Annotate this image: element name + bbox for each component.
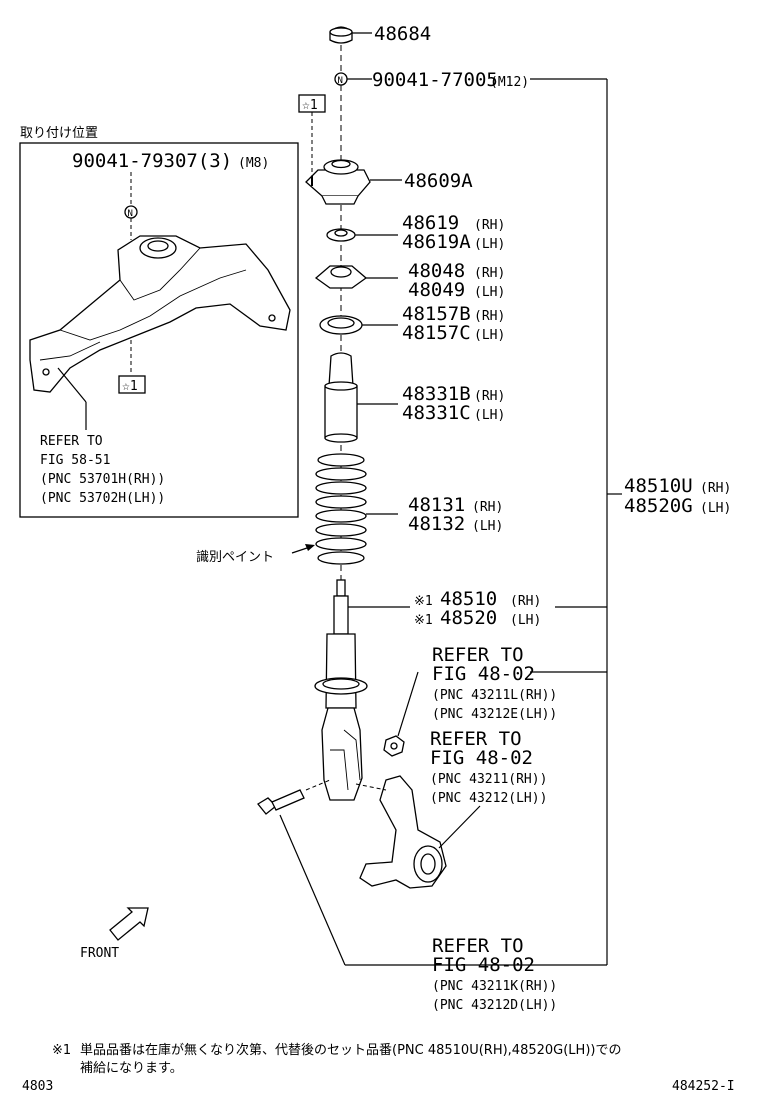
footnote-line1: 単品品番は在庫が無くなり次第、代替後のセット品番(PNC 48510U(RH),…: [80, 1042, 621, 1058]
label-48048: 48048: [408, 260, 465, 282]
star1-marker-top: [298, 94, 326, 178]
paint-arrow: [291, 544, 315, 554]
steering-knuckle: [355, 775, 481, 889]
bearing-48619: [326, 228, 398, 242]
label-48510U: 48510U: [624, 475, 693, 497]
front-arrow-icon: [109, 907, 149, 941]
inset-box: N: [19, 142, 299, 518]
label-48510: 48510: [440, 588, 497, 610]
label-48157B: 48157B: [402, 303, 471, 325]
refer-b-line1: REFER TO: [430, 728, 522, 750]
footer-page-left: 4803: [22, 1079, 53, 1094]
bolt-left: [257, 779, 346, 966]
inset-refer-line1: REFER TO: [40, 434, 103, 449]
label-48520: 48520: [440, 607, 497, 629]
label-48510-rh: (RH): [510, 594, 541, 609]
inset-refer-line4: (PNC 53702H(LH)): [40, 491, 165, 506]
coil-spring-48131: [315, 453, 398, 565]
svg-text:N: N: [128, 209, 133, 219]
label-48049: 48049: [408, 279, 465, 301]
refer-c-line2: FIG 48-02: [432, 954, 535, 976]
label-48520-lh: (LH): [510, 613, 541, 628]
label-48132-lh: (LH): [472, 519, 503, 534]
label-48520G-lh: (LH): [700, 501, 731, 516]
label-48510U-rh: (RH): [700, 481, 731, 496]
front-label: FRONT: [80, 946, 119, 961]
label-48619A: 48619A: [402, 231, 471, 253]
svg-text:N: N: [338, 76, 343, 86]
footer-code-right: 484252-I: [672, 1079, 735, 1094]
label-48331C: 48331C: [402, 402, 471, 424]
label-90041-77005-size: (M12): [490, 75, 529, 90]
refer-a-line2: FIG 48-02: [432, 663, 535, 685]
label-48157B-rh: (RH): [474, 309, 505, 324]
refer-c-line1: REFER TO: [432, 935, 524, 957]
label-48619-rh: (RH): [474, 218, 505, 233]
refer-a-line4: (PNC 43212E(LH)): [432, 707, 557, 722]
refer-b-line3: (PNC 43211(RH)): [430, 772, 547, 787]
refer-c-line3: (PNC 43211K(RH)): [432, 979, 557, 994]
label-48132: 48132: [408, 513, 465, 535]
label-48157C-lh: (LH): [474, 328, 505, 343]
insulator-48157: [319, 315, 398, 335]
inset-refer-line3: (PNC 53701H(RH)): [40, 472, 165, 487]
inset-refer-line2: FIG 58-51: [40, 453, 110, 468]
label-48048-rh: (RH): [474, 266, 505, 281]
bump-stopper-48331: [324, 352, 398, 443]
label-48331B-rh: (RH): [474, 389, 505, 404]
label-48331B: 48331B: [402, 383, 471, 405]
label-48331C-lh: (LH): [474, 408, 505, 423]
nut-marker-n: N: [334, 72, 372, 86]
assembly-bracket: [345, 78, 622, 966]
label-48619A-lh: (LH): [474, 237, 505, 252]
label-48619: 48619: [402, 212, 459, 234]
label-paint: 識別ペイント: [196, 550, 274, 565]
label-48510-mark: ※1: [414, 594, 433, 609]
refer-a-line1: REFER TO: [432, 644, 524, 666]
footnote-mark: ※1: [52, 1043, 71, 1058]
label-48609A: 48609A: [404, 170, 473, 192]
label-48157C: 48157C: [402, 322, 471, 344]
spring-seat-48048: [314, 265, 398, 289]
refer-a-line3: (PNC 43211L(RH)): [432, 688, 557, 703]
inset-title: 取り付け位置: [20, 126, 98, 141]
refer-c-line4: (PNC 43212D(LH)): [432, 998, 557, 1013]
nut-right: [383, 671, 419, 757]
label-48049-lh: (LH): [474, 285, 505, 300]
strut-48510: [314, 579, 410, 801]
inset-star1: ☆1: [122, 379, 138, 394]
label-star1-top: ☆1: [302, 98, 318, 113]
footnote-line2: 補給になります。: [80, 1061, 183, 1076]
cap-48684: [329, 26, 372, 44]
refer-b-line4: (PNC 43212(LH)): [430, 791, 547, 806]
label-48520G: 48520G: [624, 495, 693, 517]
label-48131-rh: (RH): [472, 500, 503, 515]
label-48520-mark: ※1: [414, 613, 433, 628]
label-90041-77005: 90041-77005: [372, 69, 498, 91]
label-48131: 48131: [408, 494, 465, 516]
support-48609A: [305, 159, 402, 205]
refer-b-line2: FIG 48-02: [430, 747, 533, 769]
label-48684: 48684: [374, 23, 431, 45]
inset-bolt-size: (M8): [238, 156, 269, 171]
inset-bolt: 90041-79307(3): [72, 150, 232, 172]
